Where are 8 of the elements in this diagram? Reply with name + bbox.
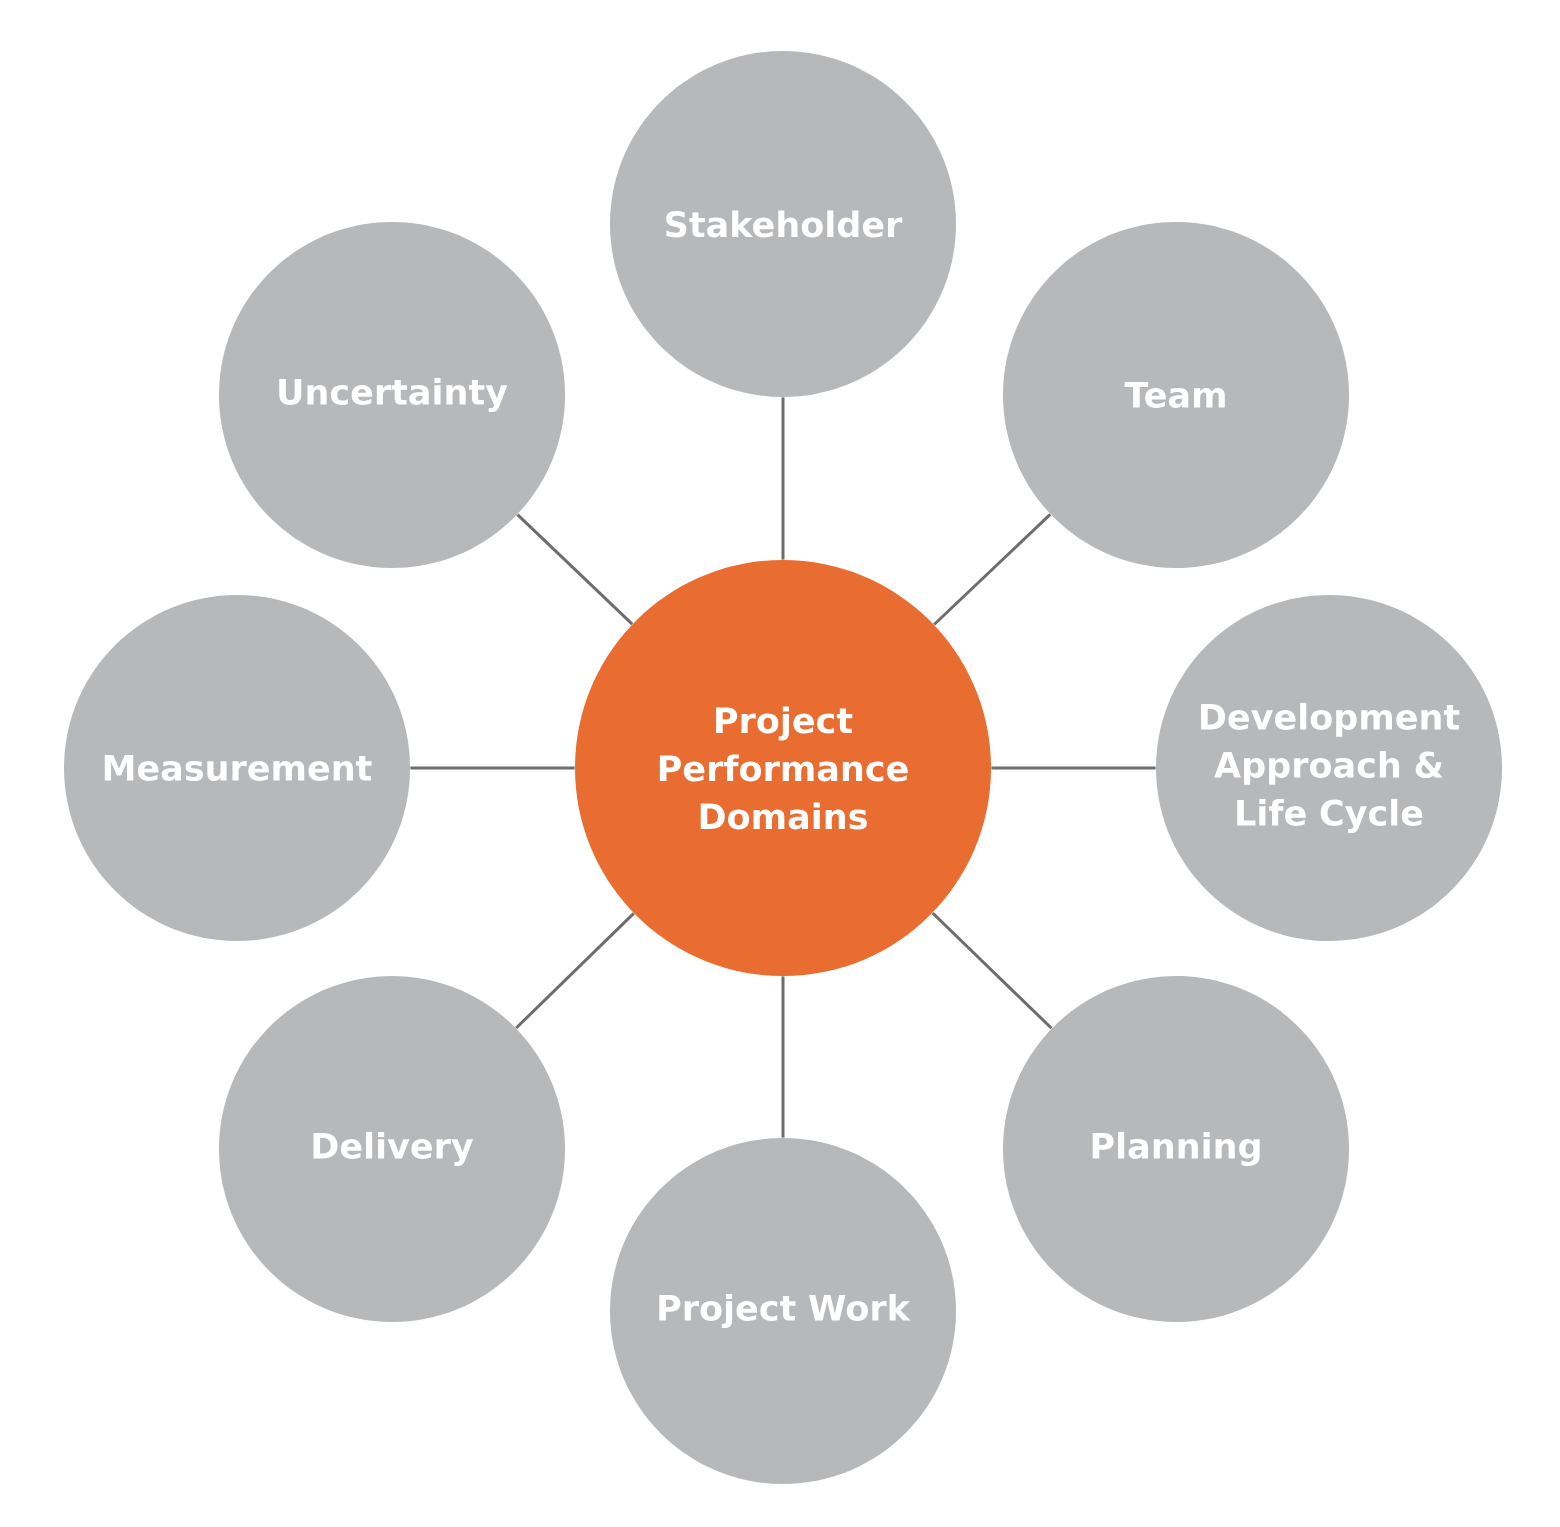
- connector-line: [410, 766, 575, 770]
- connector-line: [991, 766, 1156, 770]
- connector-line: [781, 976, 785, 1138]
- connector-line: [516, 513, 634, 626]
- connector-line: [781, 397, 785, 560]
- connector-line: [933, 513, 1052, 626]
- connector-line: [931, 911, 1053, 1030]
- connector-line: [515, 912, 635, 1030]
